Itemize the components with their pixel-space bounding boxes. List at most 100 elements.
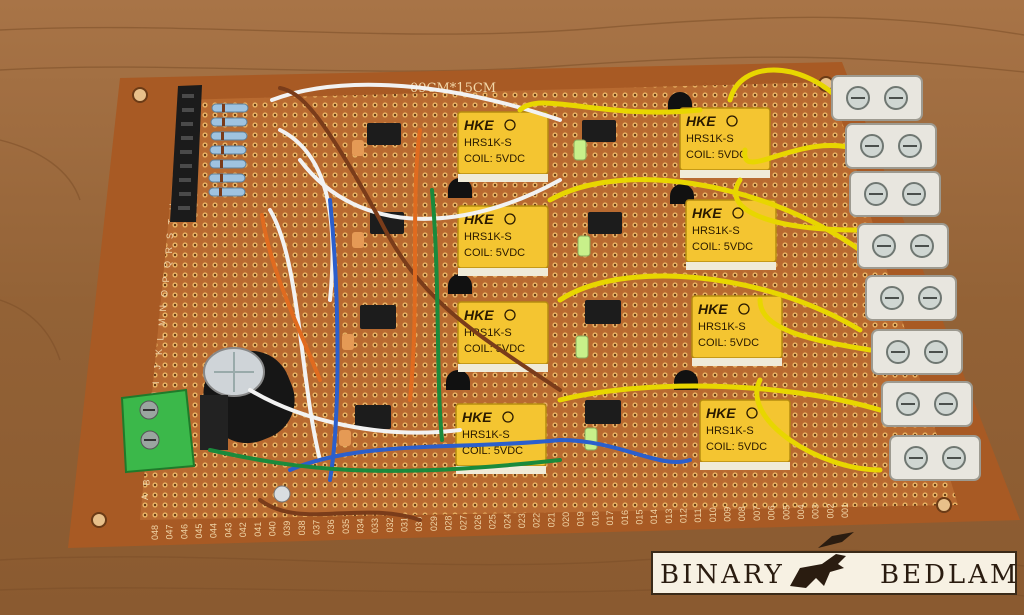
pin-header (170, 85, 202, 222)
relay-brand: HKE (692, 205, 722, 221)
column-number: 036 (326, 519, 336, 534)
column-number: 037 (311, 520, 321, 535)
column-number: 017 (605, 510, 615, 525)
column-number: 008 (737, 506, 747, 521)
relay-brand: HKE (686, 113, 716, 129)
column-number: 013 (664, 509, 674, 524)
row-letter: P (161, 276, 171, 282)
row-letter: L (155, 335, 165, 340)
relay-model: HRS1K-S (686, 133, 734, 145)
terminal-block (831, 75, 923, 121)
column-number: 007 (752, 506, 762, 521)
relay-brand: HKE (464, 117, 494, 133)
electrolytic-capacitor (200, 347, 295, 450)
column-number: 024 (502, 514, 512, 529)
column-number: 033 (370, 518, 380, 533)
optocoupler-ics (355, 120, 622, 429)
column-number: 015 (634, 510, 644, 525)
relay-coil-rating: COIL: 5VDC (698, 337, 759, 349)
row-letter: A (140, 494, 150, 500)
terminal-block (849, 171, 941, 217)
relay-coil-rating: COIL: 5VDC (706, 441, 767, 453)
column-number: 016 (620, 510, 630, 525)
column-number: 009 (723, 507, 733, 522)
terminal-block (889, 435, 981, 481)
column-number: 022 (532, 513, 542, 528)
column-number: 044 (209, 523, 219, 538)
terminal-block (881, 381, 973, 427)
row-letter: J (153, 365, 163, 370)
relay-bank: HKE HRS1K-S COIL: 5VDC HKE HRS1K-S COIL: 5VDC… (455, 107, 791, 474)
column-number: 021 (546, 512, 556, 527)
relay: HKE HRS1K-S COIL: 5VDC (679, 107, 771, 178)
column-number: 011 (693, 508, 703, 522)
row-letter: O (160, 290, 170, 297)
terminal-block (871, 329, 963, 375)
board-size-label: 09CM*15CM (410, 81, 496, 96)
column-number: 014 (649, 509, 659, 524)
power-terminal (120, 388, 196, 474)
column-number: 041 (253, 522, 263, 537)
watermark-left: Binary (660, 560, 785, 590)
row-letter: S (165, 233, 175, 239)
column-number: 040 (267, 521, 277, 536)
relay-model: HRS1K-S (462, 429, 510, 441)
column-number: 018 (590, 511, 600, 526)
column-number: 035 (341, 519, 351, 534)
terminal-block (857, 223, 949, 269)
relay-model: HRS1K-S (464, 231, 512, 243)
column-number: 002 (825, 503, 835, 518)
column-number: 029 (429, 516, 439, 531)
column-number: 046 (179, 524, 189, 539)
column-number: 048 (150, 525, 160, 540)
relay-coil-rating: COIL: 5VDC (462, 445, 523, 457)
small-capacitor (273, 485, 291, 503)
column-number: 012 (679, 508, 689, 523)
ceramic-capacitors (339, 140, 364, 446)
relay-brand: HKE (464, 307, 494, 323)
column-number: 023 (517, 513, 527, 528)
column-number: 045 (194, 524, 204, 539)
column-number: 020 (561, 512, 571, 527)
resistor-array (208, 103, 249, 197)
relay-coil-rating: COIL: 5VDC (464, 153, 525, 165)
column-number: 047 (165, 525, 175, 540)
relay-coil-rating: COIL: 5VDC (464, 247, 525, 259)
transistors (446, 92, 698, 390)
relay-coil-rating: COIL: 5VDC (686, 149, 747, 161)
terminal-block (865, 275, 957, 321)
relay-model: HRS1K-S (706, 425, 754, 437)
column-number: 032 (385, 517, 395, 532)
column-number: 027 (458, 515, 468, 530)
column-number: 025 (488, 514, 498, 529)
screw-terminal-strip (831, 75, 981, 481)
column-number: 005 (781, 505, 791, 520)
terminal-block (845, 123, 937, 169)
watermark-right: Bedlam (880, 560, 1020, 590)
row-letter: R (164, 247, 174, 254)
column-number: 001 (840, 503, 850, 518)
column-number: 006 (767, 505, 777, 520)
column-number: 038 (297, 520, 307, 535)
column-number: 030 (414, 517, 424, 532)
watermark-banner: Binary Bedlam (651, 532, 1020, 595)
row-letter: I (151, 381, 161, 384)
relay-model: HRS1K-S (692, 225, 740, 237)
relay-coil-rating: COIL: 5VDC (464, 343, 525, 355)
row-letter: Q (162, 261, 172, 268)
column-number: 039 (282, 521, 292, 536)
horse-emblem (790, 532, 854, 588)
row-letter: M (157, 319, 167, 327)
row-letter: K (154, 349, 164, 355)
column-number: 003 (811, 504, 821, 519)
column-number: 043 (223, 523, 233, 538)
